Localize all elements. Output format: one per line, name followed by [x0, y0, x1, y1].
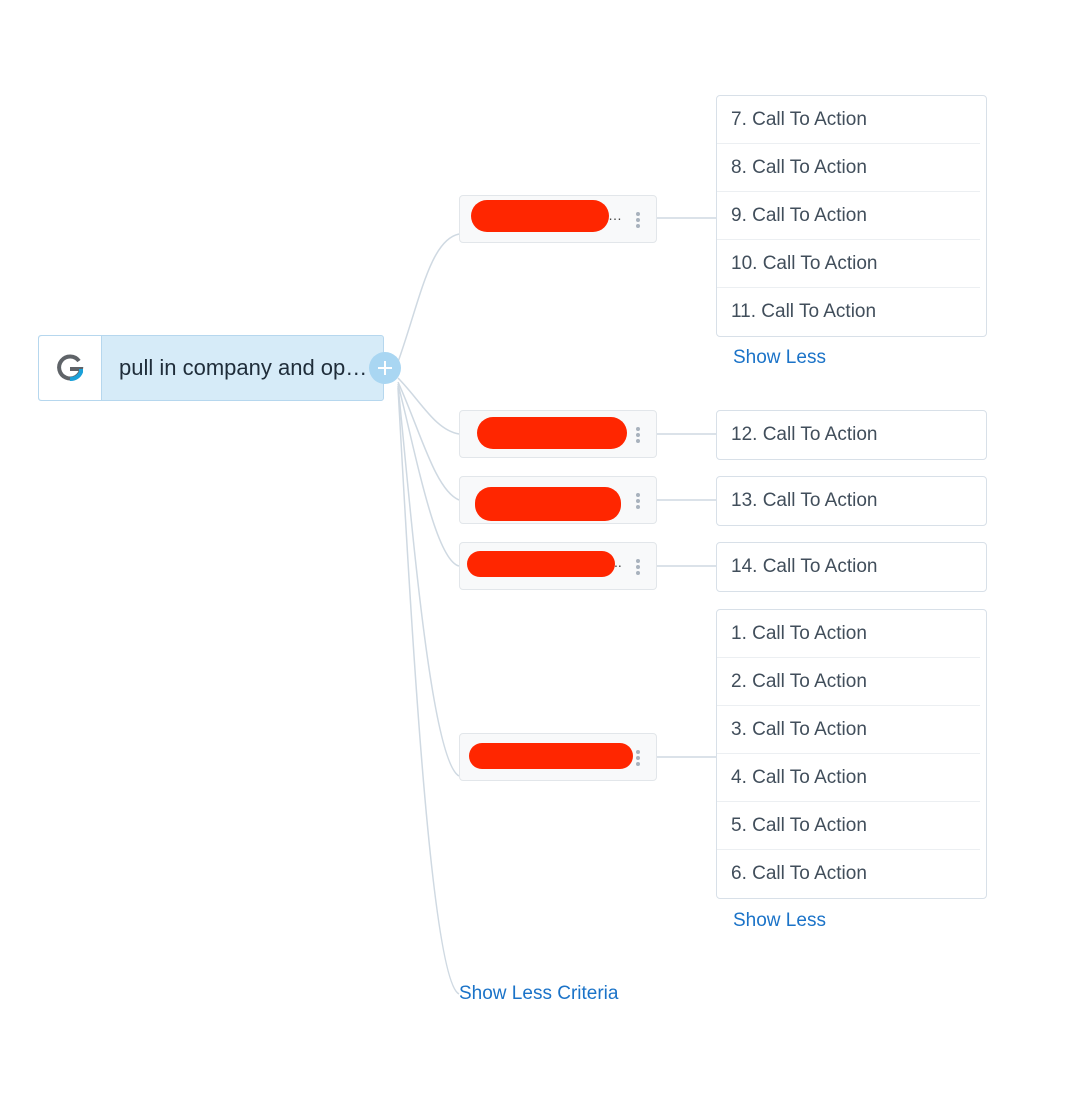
- action-list: 7. Call To Action 8. Call To Action 9. C…: [716, 95, 987, 337]
- action-list: 13. Call To Action: [716, 476, 987, 526]
- action-item[interactable]: 4. Call To Action: [717, 754, 980, 802]
- action-item[interactable]: 13. Call To Action: [731, 490, 878, 511]
- redacted-label: [477, 417, 627, 449]
- show-less-link[interactable]: Show Less: [733, 910, 826, 931]
- more-vertical-icon[interactable]: [634, 210, 642, 230]
- criteria-ellipsis: ..: [614, 554, 622, 570]
- root-node-title: pull in company and op…: [119, 355, 368, 380]
- criteria-node[interactable]: [459, 733, 657, 781]
- action-item[interactable]: 12. Call To Action: [731, 424, 878, 445]
- action-item[interactable]: 3. Call To Action: [717, 706, 980, 754]
- action-list: 1. Call To Action 2. Call To Action 3. C…: [716, 609, 987, 899]
- plus-icon[interactable]: [369, 352, 401, 384]
- more-vertical-icon[interactable]: [634, 425, 642, 445]
- redacted-label: [469, 743, 633, 769]
- action-item[interactable]: 6. Call To Action: [731, 863, 867, 884]
- action-item[interactable]: 2. Call To Action: [717, 658, 980, 706]
- criteria-node[interactable]: ..: [459, 542, 657, 590]
- action-item[interactable]: 8. Call To Action: [717, 144, 980, 192]
- redacted-label: [471, 200, 609, 232]
- criteria-node[interactable]: [459, 410, 657, 458]
- criteria-node[interactable]: [459, 476, 657, 524]
- action-list: 12. Call To Action: [716, 410, 987, 460]
- action-item[interactable]: 1. Call To Action: [717, 610, 980, 658]
- action-item[interactable]: 5. Call To Action: [717, 802, 980, 850]
- action-item[interactable]: 14. Call To Action: [731, 556, 878, 577]
- show-less-criteria-link[interactable]: Show Less Criteria: [459, 983, 619, 1004]
- show-less-link[interactable]: Show Less: [733, 347, 826, 368]
- root-node[interactable]: pull in company and op…: [38, 335, 384, 401]
- more-vertical-icon[interactable]: [634, 748, 642, 768]
- action-item[interactable]: 7. Call To Action: [717, 96, 980, 144]
- redacted-label: [475, 487, 621, 521]
- action-item[interactable]: 11. Call To Action: [731, 301, 877, 322]
- action-list: 14. Call To Action: [716, 542, 987, 592]
- action-item[interactable]: 10. Call To Action: [717, 240, 980, 288]
- criteria-ellipsis: …: [608, 207, 622, 223]
- more-vertical-icon[interactable]: [634, 491, 642, 511]
- redacted-label: [467, 551, 615, 577]
- g-logo-icon: [39, 336, 102, 400]
- action-item[interactable]: 9. Call To Action: [717, 192, 980, 240]
- more-vertical-icon[interactable]: [634, 557, 642, 577]
- criteria-node[interactable]: …: [459, 195, 657, 243]
